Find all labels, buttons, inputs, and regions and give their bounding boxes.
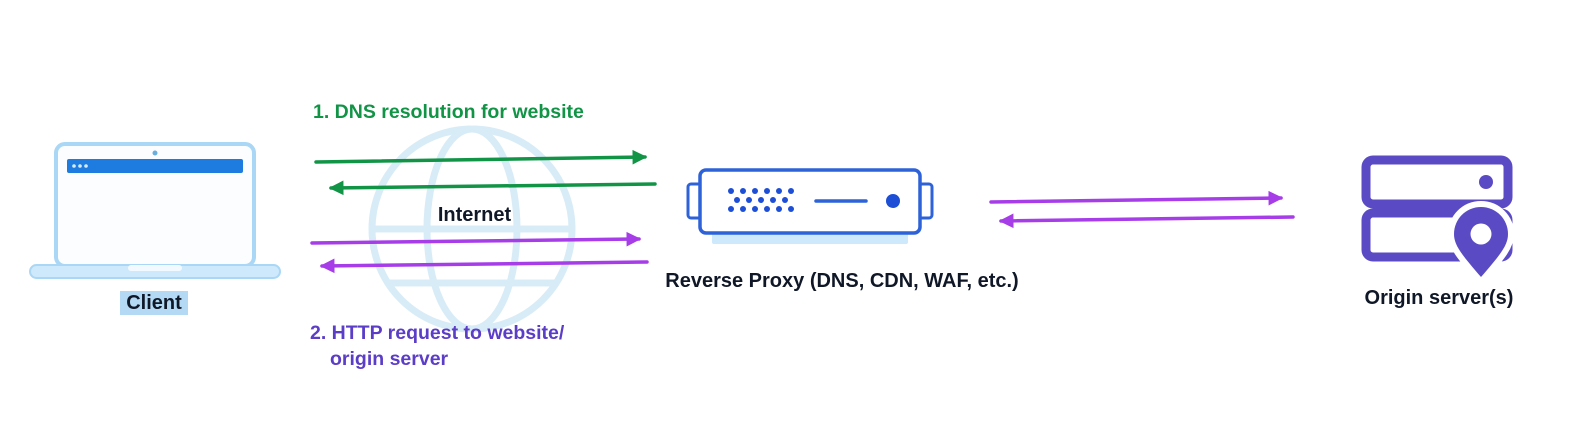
client-laptop-icon xyxy=(29,142,281,279)
flow-arrows xyxy=(310,149,1295,274)
dns-flow-label: 1. DNS resolution for website xyxy=(313,101,584,123)
arrow-proxy-to-origin xyxy=(989,190,1284,206)
arrow-dns-request xyxy=(314,149,648,165)
window-dot-icon xyxy=(84,164,88,168)
laptop-notch xyxy=(128,265,182,271)
http-flow-label: 2. HTTP request to website/ origin serve… xyxy=(310,320,564,372)
http-flow-line2: origin server xyxy=(330,348,449,370)
internet-globe-icon xyxy=(368,125,576,333)
proxy-base xyxy=(712,233,908,244)
arrow-dns-response xyxy=(328,180,657,196)
proxy-led xyxy=(886,194,900,208)
reverse-proxy-label: Reverse Proxy (DNS, CDN, WAF, etc.) xyxy=(665,270,1019,292)
internet-label: Internet xyxy=(437,204,512,226)
origin-server-label: Origin server(s) xyxy=(1364,287,1514,309)
arrow-http-response xyxy=(319,258,649,274)
location-pin-hole xyxy=(1470,223,1492,245)
arrow-http-request xyxy=(310,231,642,247)
laptop-camera-dot xyxy=(152,150,158,156)
client-label-text: Client xyxy=(120,291,188,315)
client-label: Client xyxy=(94,291,214,315)
http-flow-line1: 2. HTTP request to website/ xyxy=(310,322,565,344)
arrow-origin-to-proxy xyxy=(998,213,1295,229)
origin-server-top xyxy=(1361,155,1513,209)
origin-server-dot xyxy=(1479,175,1493,189)
laptop-titlebar xyxy=(67,159,243,173)
origin-server-icon xyxy=(1361,155,1515,287)
proxy-dot-grid xyxy=(728,188,794,212)
window-dot-icon xyxy=(78,164,82,168)
reverse-proxy-icon xyxy=(686,168,934,244)
window-dot-icon xyxy=(72,164,76,168)
proxy-body xyxy=(698,168,922,235)
